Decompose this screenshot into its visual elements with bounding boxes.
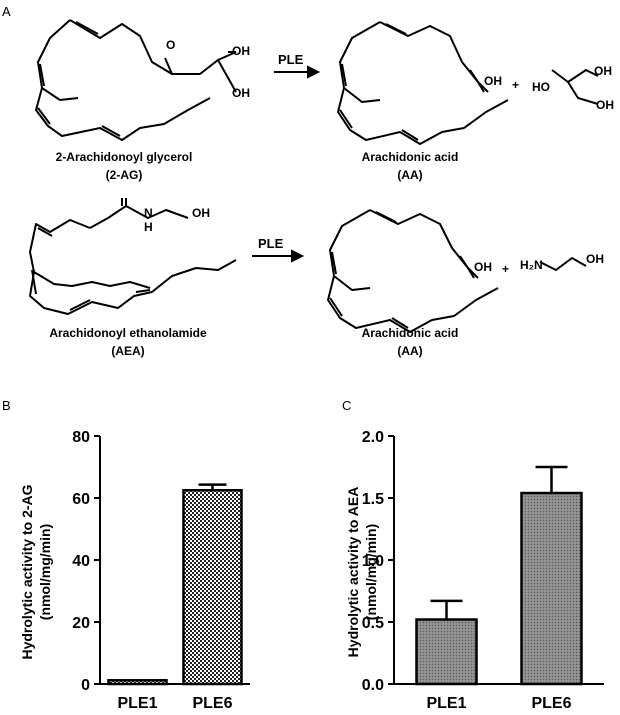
chart-b-ylabel-2: (nmol/mg/min) [37, 524, 53, 620]
chart-c-ytick-label: 0.5 [362, 615, 384, 632]
aa2-abbr: (AA) [397, 344, 423, 358]
chart-c-ylabel-2: (nmol/mg/min) [363, 524, 379, 620]
2ag-skeleton [35, 19, 211, 141]
chart-b-ylabel-1: Hydrolytic activity to 2-AG [19, 484, 35, 659]
chart-b-ytick-label: 0 [81, 677, 90, 694]
chart-c-ytick-label: 1.5 [362, 491, 384, 508]
chart-c-bar-ple1 [415, 618, 478, 686]
2ag-abbr: (2-AG) [105, 168, 143, 182]
chart-c-bar-ple6 [520, 491, 583, 686]
chart-c-ylabel-1: Hydrolytic activity to AEA [345, 487, 361, 658]
chart-2ag-activity: Hydrolytic activity to 2-AG (nmol/mg/min… [19, 429, 250, 712]
glycerol-oh-1: OH [594, 64, 612, 78]
aa1-acid-oh: OH [484, 74, 502, 88]
chart-b-xtick-label: PLE6 [192, 695, 232, 712]
aa1-skeleton [337, 21, 509, 145]
chart-c-ytick-label: 0.0 [362, 677, 384, 694]
panel-b-label: B [2, 398, 11, 413]
chart-b-bar-ple1 [107, 679, 168, 686]
aea-oh: OH [192, 206, 210, 220]
2ag-oh-1: OH [232, 44, 250, 58]
arrow-1-enzyme-label: PLE [278, 52, 304, 67]
chart-c-xtick-label: PLE6 [531, 695, 571, 712]
aea-abbr: (AEA) [111, 344, 145, 358]
aa1-name: Arachidonic acid [361, 150, 459, 164]
panel-c-label: C [342, 398, 352, 413]
plus-sign-2: + [502, 262, 510, 276]
chart-c-ytick-label: 2.0 [362, 429, 384, 446]
glycerol-ho: HO [532, 80, 550, 94]
aa2-name: Arachidonic acid [361, 326, 459, 340]
arrow-2-enzyme-label: PLE [258, 236, 284, 251]
chart-b-ytick-label: 60 [72, 491, 90, 508]
2ag-name: 2-Arachidonoyl glycerol [55, 150, 193, 164]
chart-b-ytick-label: 40 [72, 553, 90, 570]
chart-b-xtick-label: PLE1 [117, 695, 157, 712]
aa1-abbr: (AA) [397, 168, 423, 182]
chart-c-ytick-label: 1.0 [362, 553, 384, 570]
aa2-skeleton [327, 209, 499, 333]
chart-b-bar-ple6 [182, 489, 243, 686]
ethanolamine-oh: OH [586, 252, 604, 266]
chart-b-ytick-label: 20 [72, 615, 90, 632]
ethanolamine-h2n: H₂N [520, 258, 543, 272]
2ag-oh-2: OH [232, 86, 250, 100]
aea-amide-n: N [144, 206, 153, 220]
reaction-diagram [29, 19, 599, 333]
aea-skeleton [29, 198, 237, 315]
glycerol-oh-2: OH [596, 98, 614, 112]
plus-sign-1: + [512, 78, 520, 92]
chart-aea-activity: Hydrolytic activity to AEA (nmol/mg/min)… [345, 429, 604, 712]
chart-c-xtick-label: PLE1 [426, 695, 466, 712]
chart-b-ytick-label: 80 [72, 429, 90, 446]
2ag-ester-oxygen: O [166, 38, 176, 52]
aea-amide-h: H [144, 220, 153, 234]
aa2-acid-oh: OH [474, 260, 492, 274]
aea-name: Arachidonoyl ethanolamide [49, 326, 207, 340]
panel-a-label: A [2, 4, 11, 19]
